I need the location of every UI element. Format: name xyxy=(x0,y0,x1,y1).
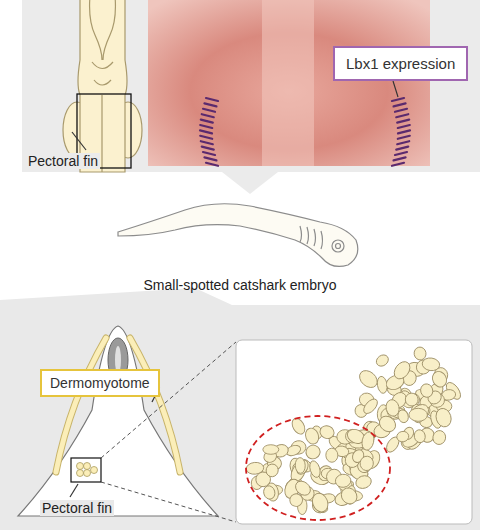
photo-midline xyxy=(262,0,314,166)
embryo-photo xyxy=(148,0,430,166)
embryo-dorsal-view xyxy=(63,0,142,172)
fin-cells xyxy=(246,346,464,515)
cell xyxy=(421,357,440,372)
stripe xyxy=(395,109,407,112)
cell xyxy=(290,416,308,436)
stripe xyxy=(397,141,409,144)
stripe xyxy=(397,120,409,123)
stripe xyxy=(202,147,214,150)
stripe xyxy=(396,147,408,150)
cell xyxy=(405,393,419,407)
cell xyxy=(384,398,400,417)
cell xyxy=(264,462,279,478)
cell xyxy=(308,460,322,479)
stripe xyxy=(394,157,406,160)
cell xyxy=(356,367,380,391)
cell xyxy=(432,429,447,445)
stripe xyxy=(206,163,218,166)
box-text: Dermomyotome xyxy=(50,375,150,391)
lbx1-stripes xyxy=(200,98,410,166)
cell xyxy=(396,430,410,442)
stripe xyxy=(201,141,213,144)
figure-caption: Small-spotted catshark embryo xyxy=(142,277,339,293)
box-text: Lbx1 expression xyxy=(346,55,455,72)
stripe xyxy=(396,114,408,117)
leader-line xyxy=(72,132,86,150)
stripe xyxy=(202,114,214,117)
cell xyxy=(326,448,338,462)
cell xyxy=(391,359,413,382)
zoom-line xyxy=(101,482,236,522)
stripe xyxy=(206,98,218,101)
zoom-box xyxy=(236,340,472,524)
stripe xyxy=(200,125,212,128)
stripe xyxy=(204,157,216,160)
cell xyxy=(361,397,380,416)
cell xyxy=(419,382,434,398)
stripe xyxy=(392,98,404,101)
cell xyxy=(359,455,374,471)
leaders xyxy=(70,81,398,497)
cell xyxy=(318,424,336,441)
cell xyxy=(246,462,265,476)
callout-box: Lbx1 expression xyxy=(333,46,468,81)
stripe xyxy=(395,152,407,155)
stripe xyxy=(204,103,216,106)
part-label: Pectoral fin xyxy=(40,500,114,516)
leader-line xyxy=(393,81,398,97)
zoom-line xyxy=(101,342,236,458)
stripe xyxy=(398,125,410,128)
cell xyxy=(409,408,428,421)
cell xyxy=(263,445,279,455)
label-box: Dermomyotome xyxy=(40,369,160,397)
cell xyxy=(310,491,331,514)
stripe xyxy=(398,130,410,133)
dashed-ellipse xyxy=(246,416,390,520)
stripe xyxy=(200,130,212,133)
cell xyxy=(408,401,431,423)
stripe xyxy=(201,120,213,123)
cell xyxy=(354,474,373,491)
stripe xyxy=(398,136,410,139)
stripe xyxy=(392,163,404,166)
cell xyxy=(338,485,360,507)
cell xyxy=(303,426,321,446)
cell xyxy=(434,407,454,429)
stripe xyxy=(200,136,212,139)
cell xyxy=(295,457,306,473)
cell xyxy=(288,492,305,509)
cell xyxy=(262,485,276,501)
catshark-embryo xyxy=(118,204,358,267)
stripe xyxy=(203,109,215,112)
stripe xyxy=(394,103,406,106)
bottom-panel xyxy=(0,288,480,530)
pointer-wedge xyxy=(222,172,278,194)
stripe xyxy=(203,152,215,155)
cell xyxy=(374,353,390,369)
cell xyxy=(430,369,449,390)
cell xyxy=(294,458,310,476)
cell xyxy=(413,429,427,444)
cell xyxy=(304,443,323,461)
cell xyxy=(413,346,427,361)
cell xyxy=(335,473,352,488)
part-label: Pectoral fin xyxy=(26,153,100,169)
cell xyxy=(376,413,398,435)
leader-line xyxy=(70,484,78,497)
